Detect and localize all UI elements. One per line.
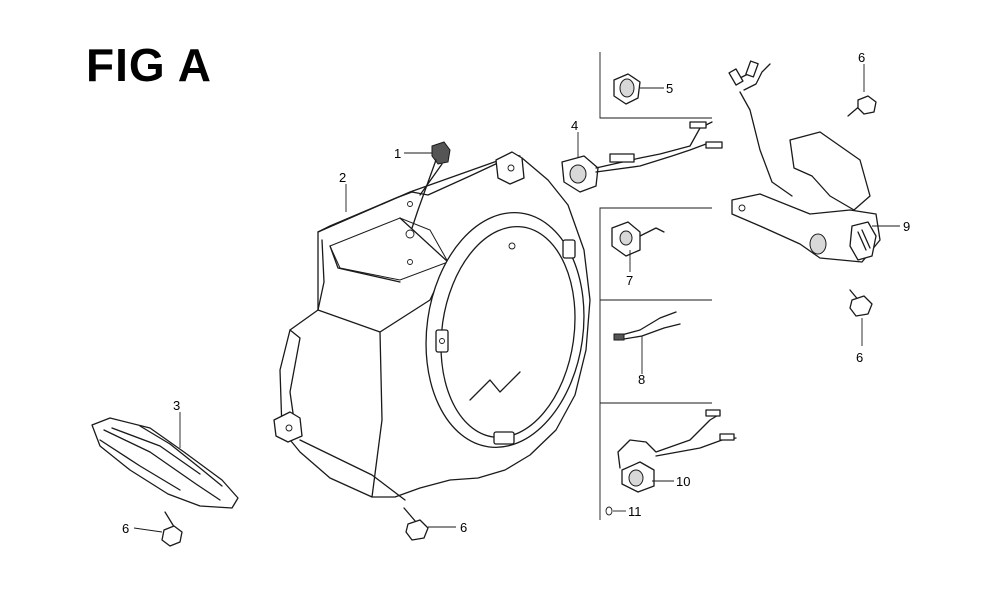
part-8-wire: [613, 311, 681, 341]
option-separators: [599, 52, 712, 520]
callout-8: 8: [638, 372, 645, 387]
part-11-washer: [605, 506, 613, 516]
callout-labels: 1 2 3 4 5 6 6 6 6 7 8 9 10 11: [122, 50, 910, 536]
callout-5: 5: [666, 81, 673, 96]
callout-9: 9: [903, 219, 910, 234]
callout-3: 3: [173, 398, 180, 413]
callout-4: 4: [571, 118, 578, 133]
part-1-clip: [411, 141, 451, 229]
callout-2: 2: [339, 170, 346, 185]
figure-title: FIG A: [86, 39, 212, 91]
callout-7: 7: [626, 273, 633, 288]
bolt-bottom-center: [403, 507, 429, 541]
bolt-top-right: [847, 95, 877, 117]
part-7-switch: [611, 221, 665, 257]
bolt-lower-right: [849, 289, 873, 317]
fan-shroud: [273, 151, 591, 501]
part-3-guard: [91, 417, 239, 509]
callout-10: 10: [676, 474, 690, 489]
callout-1: 1: [394, 146, 401, 161]
bolt-bottom-left: [161, 511, 183, 547]
callout-6-bracket-top-bolt: 6: [858, 50, 865, 65]
leader-lines: [133, 64, 900, 533]
part-9-bracket: [728, 60, 881, 263]
part-5-grommet: [613, 73, 641, 105]
callout-11: 11: [628, 504, 642, 519]
callout-6-bracket-bottom-bolt: 6: [856, 350, 863, 365]
callout-6-guard-bolt: 6: [122, 521, 129, 536]
callout-6-shroud-bolt: 6: [460, 520, 467, 535]
part-10-sensor: [617, 409, 737, 493]
part-4-switch: [561, 121, 723, 193]
